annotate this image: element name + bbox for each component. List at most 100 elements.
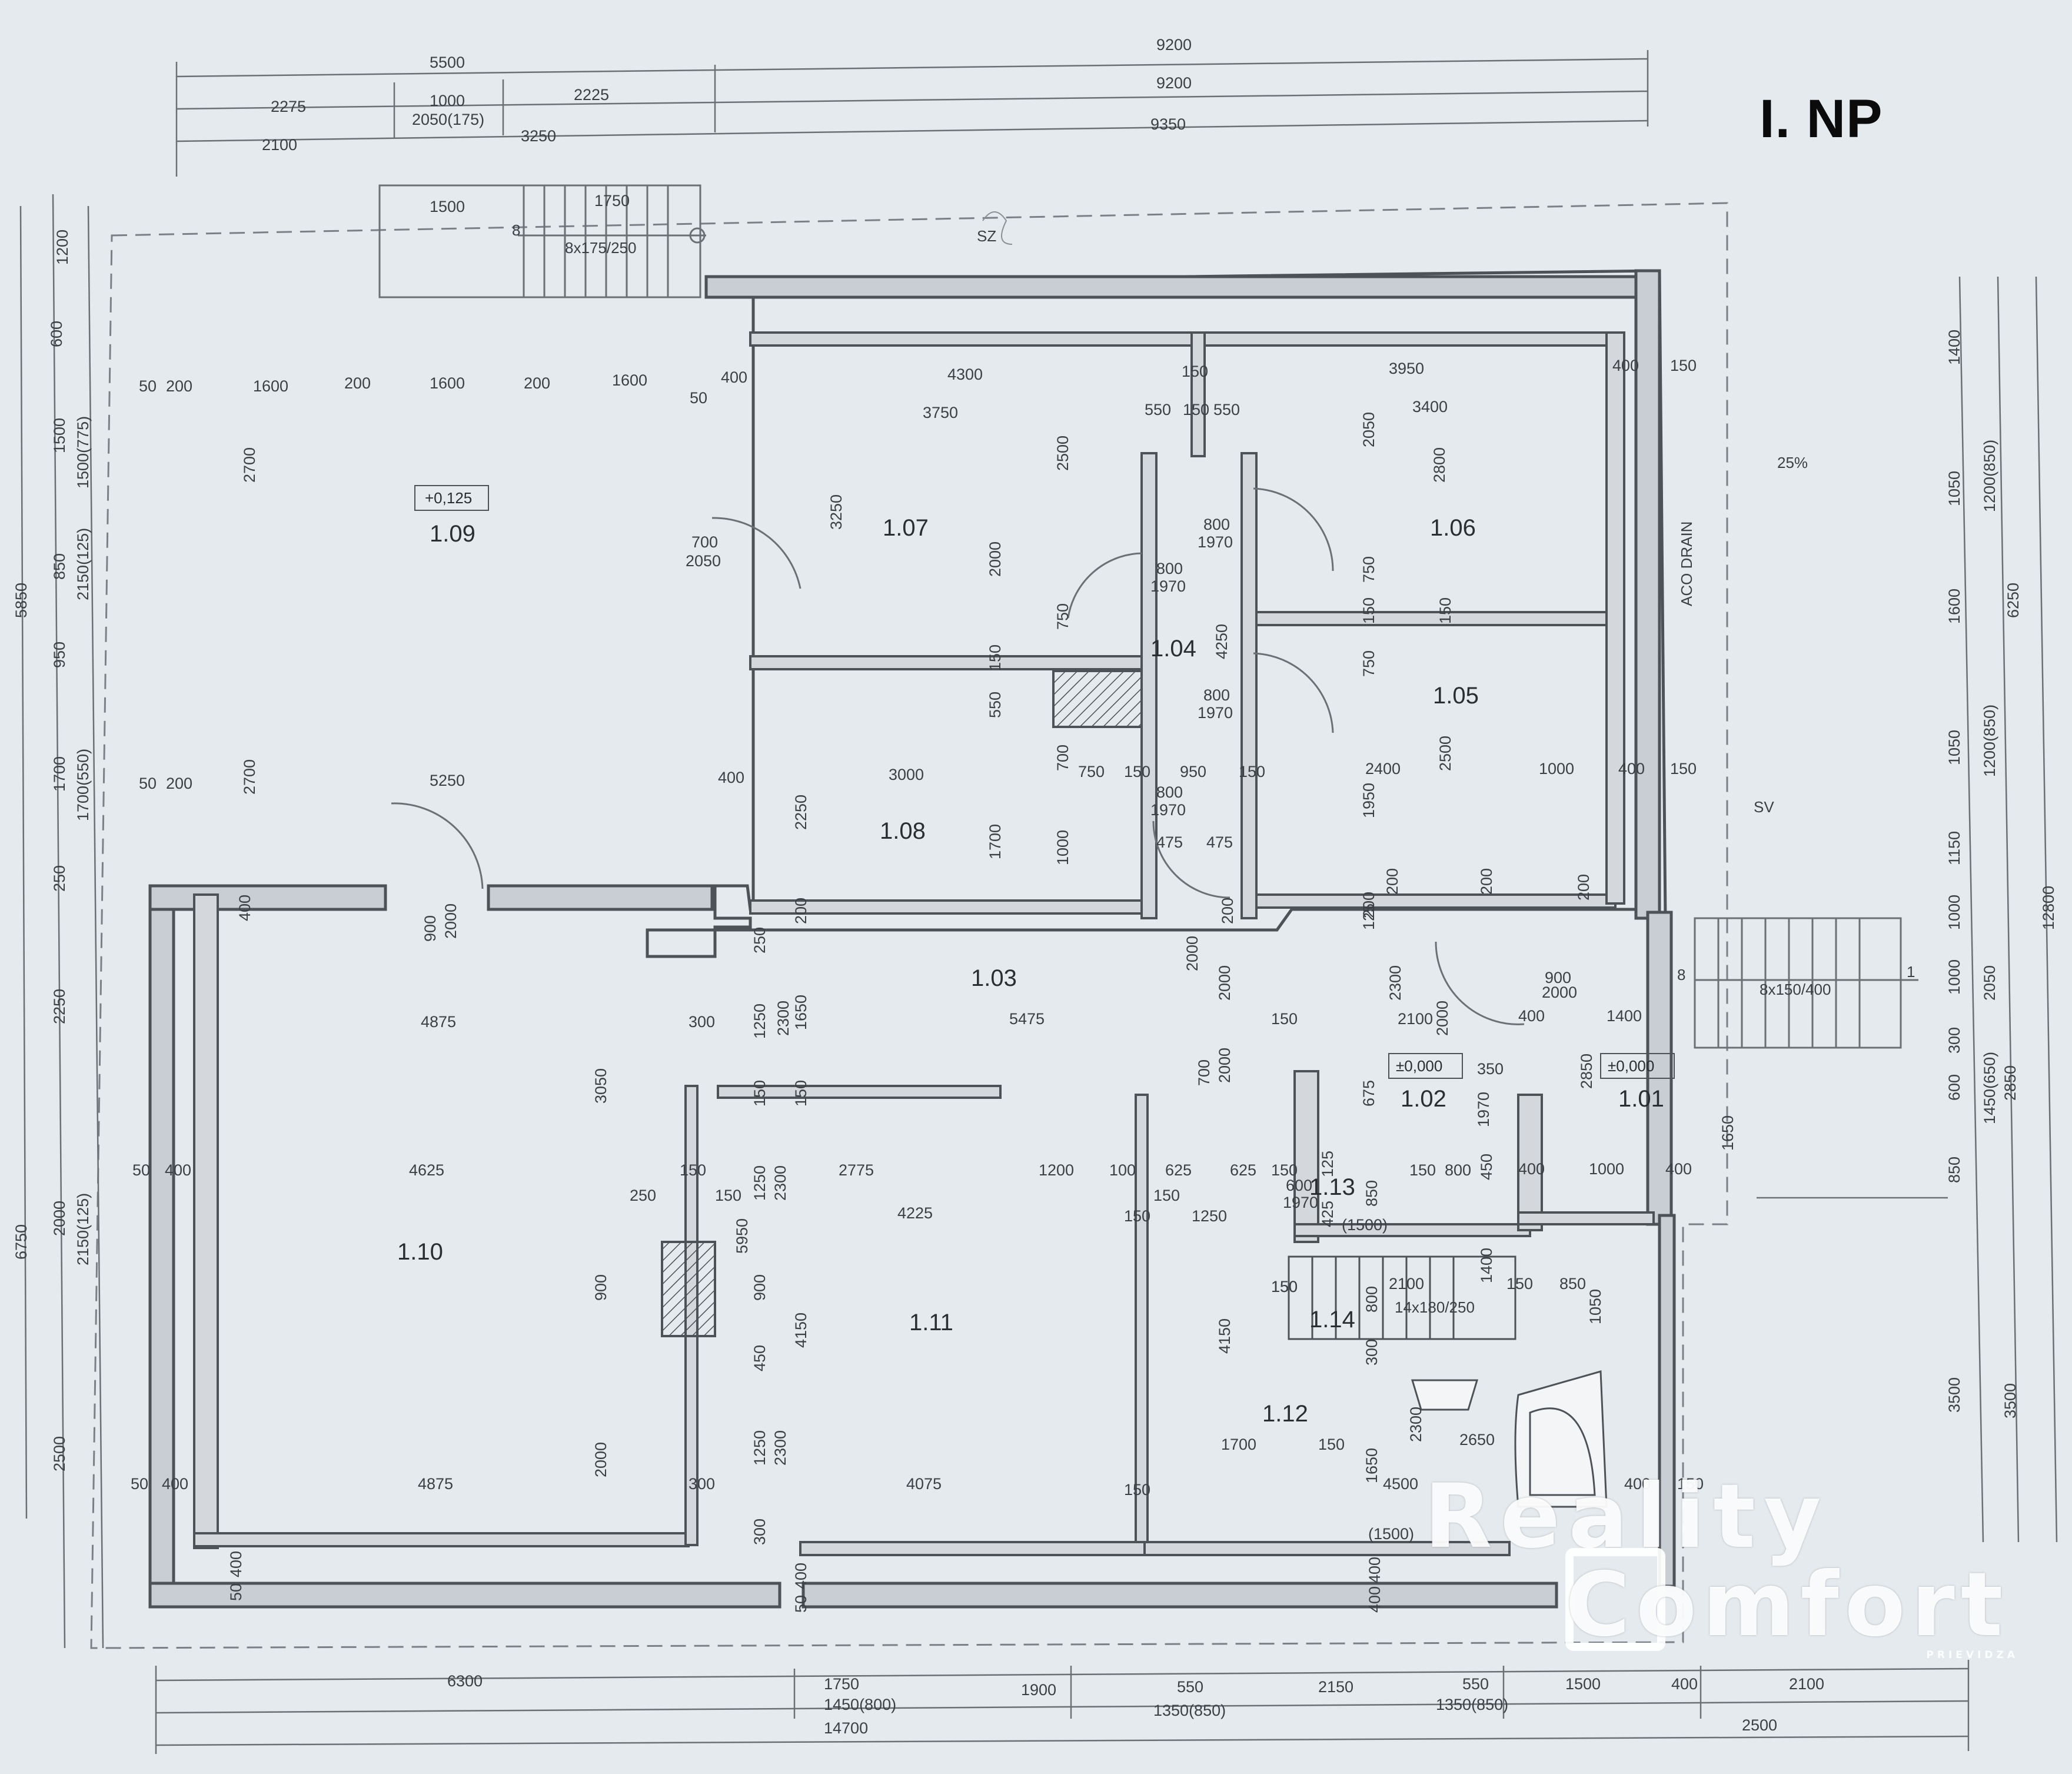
- svg-text:150: 150: [792, 1080, 810, 1107]
- svg-text:200: 200: [166, 775, 192, 792]
- svg-text:800: 800: [1203, 686, 1230, 704]
- level-markers: +0,125 ±0,000 ±0,000: [414, 485, 1675, 1079]
- svg-text:400: 400: [1518, 1160, 1545, 1178]
- svg-text:200: 200: [1383, 868, 1401, 895]
- room-1-12: 1.12: [1262, 1401, 1308, 1427]
- dims-right: 1400 1050 1200(850) 1600 6250 1050 1200(…: [1945, 330, 2057, 1418]
- svg-text:550: 550: [1213, 401, 1240, 418]
- svg-text:350: 350: [1477, 1060, 1504, 1078]
- svg-text:5850: 5850: [12, 583, 30, 618]
- dims-left: 1200 600 1500 1500(775) 850 2150(125) 58…: [12, 230, 92, 1471]
- room-1-13: 1.13: [1309, 1174, 1355, 1200]
- svg-text:2150(125): 2150(125): [74, 1193, 92, 1265]
- svg-text:950: 950: [51, 642, 68, 668]
- svg-text:950: 950: [1180, 763, 1206, 780]
- svg-text:400: 400: [1618, 760, 1645, 778]
- svg-text:1970: 1970: [1150, 801, 1186, 819]
- svg-text:1000: 1000: [1054, 830, 1072, 865]
- svg-text:2100: 2100: [1389, 1275, 1424, 1293]
- svg-text:150: 150: [1124, 1481, 1150, 1499]
- svg-text:150: 150: [1677, 1475, 1704, 1493]
- watermark-sub: PRIEVIDZA: [1926, 1649, 2018, 1661]
- svg-text:600: 600: [48, 321, 65, 347]
- svg-text:550: 550: [1177, 1678, 1203, 1696]
- svg-text:700: 700: [1195, 1059, 1213, 1086]
- svg-text:50: 50: [131, 1475, 148, 1493]
- svg-text:2700: 2700: [241, 447, 258, 483]
- svg-text:2000: 2000: [51, 1201, 68, 1236]
- svg-text:450: 450: [751, 1345, 769, 1371]
- svg-text:200: 200: [344, 374, 371, 392]
- svg-text:2100: 2100: [1789, 1675, 1824, 1693]
- svg-text:750: 750: [1360, 556, 1378, 583]
- svg-text:800: 800: [1203, 516, 1230, 533]
- svg-text:3050: 3050: [592, 1068, 610, 1104]
- svg-text:900: 900: [592, 1274, 610, 1301]
- svg-text:150: 150: [1124, 763, 1150, 780]
- room-1-01: 1.01: [1618, 1086, 1664, 1112]
- svg-text:1000: 1000: [1945, 895, 1963, 930]
- svg-text:1700(550): 1700(550): [74, 749, 92, 821]
- svg-text:2050: 2050: [1360, 412, 1378, 447]
- svg-text:3400: 3400: [1412, 398, 1448, 416]
- svg-text:1600: 1600: [612, 371, 647, 389]
- svg-text:2300: 2300: [771, 1165, 789, 1201]
- svg-text:250: 250: [630, 1187, 656, 1204]
- svg-text:2050: 2050: [1981, 965, 1998, 1001]
- svg-text:600: 600: [1286, 1177, 1312, 1194]
- room-1-07: 1.07: [883, 515, 929, 541]
- svg-text:150: 150: [1153, 1187, 1180, 1204]
- room-1-05: 1.05: [1433, 683, 1479, 709]
- svg-text:850: 850: [1945, 1157, 1963, 1183]
- room-1-06: 1.06: [1430, 515, 1476, 541]
- watermark-house-icon: [1565, 1548, 1665, 1651]
- svg-text:2000: 2000: [1434, 1001, 1451, 1036]
- pencil-mark-sz: [982, 211, 1013, 245]
- svg-text:1000: 1000: [1539, 760, 1574, 778]
- svg-text:1600: 1600: [253, 377, 288, 395]
- svg-text:2500: 2500: [51, 1436, 68, 1471]
- svg-text:1450(650): 1450(650): [1981, 1052, 1998, 1124]
- stair-right: [1694, 917, 1918, 1049]
- svg-text:900: 900: [751, 1274, 769, 1301]
- svg-text:1000: 1000: [430, 92, 465, 109]
- svg-text:675: 675: [1360, 1080, 1378, 1107]
- svg-text:400: 400: [165, 1161, 191, 1179]
- svg-text:150: 150: [1506, 1275, 1533, 1293]
- svg-text:1400: 1400: [1478, 1248, 1495, 1283]
- svg-text:400: 400: [1671, 1675, 1698, 1693]
- svg-text:1450(800): 1450(800): [824, 1696, 896, 1713]
- svg-text:1500: 1500: [51, 418, 68, 453]
- svg-text:1500(775): 1500(775): [74, 416, 92, 489]
- svg-text:250: 250: [51, 865, 68, 892]
- svg-text:1050: 1050: [1945, 471, 1963, 506]
- room-labels: 1.09 1.07 1.06 1.05 1.04 1.08 1.03 1.10 …: [397, 515, 1664, 1427]
- svg-text:1500: 1500: [430, 198, 465, 215]
- svg-text:450: 450: [1478, 1154, 1495, 1180]
- svg-text:50: 50: [139, 775, 157, 792]
- svg-text:400: 400: [718, 769, 744, 786]
- svg-text:1250: 1250: [751, 1165, 769, 1201]
- svg-text:1250: 1250: [1192, 1207, 1227, 1225]
- svg-text:14700: 14700: [824, 1719, 868, 1737]
- door-swings: [391, 487, 1525, 1025]
- svg-text:300: 300: [689, 1013, 715, 1031]
- svg-text:3500: 3500: [1945, 1377, 1963, 1413]
- svg-text:600: 600: [1945, 1074, 1963, 1101]
- svg-text:2400: 2400: [1365, 760, 1401, 778]
- svg-text:400: 400: [1624, 1475, 1651, 1493]
- svg-text:2000: 2000: [592, 1442, 610, 1477]
- svg-text:2700: 2700: [241, 759, 258, 795]
- svg-text:1050: 1050: [1587, 1289, 1604, 1324]
- svg-text:6750: 6750: [12, 1224, 30, 1260]
- dims-inner: 50 200 1600 200 1600 200 1600 50 400 430…: [131, 357, 1737, 1613]
- svg-text:1000: 1000: [1945, 959, 1963, 995]
- room-1-04: 1.04: [1150, 636, 1196, 662]
- svg-text:2000: 2000: [1183, 936, 1201, 971]
- svg-text:1250: 1250: [751, 1430, 769, 1466]
- svg-text:2500: 2500: [1436, 736, 1454, 771]
- svg-text:800: 800: [1156, 783, 1183, 801]
- svg-text:2225: 2225: [574, 86, 609, 104]
- svg-text:400: 400: [792, 1563, 810, 1589]
